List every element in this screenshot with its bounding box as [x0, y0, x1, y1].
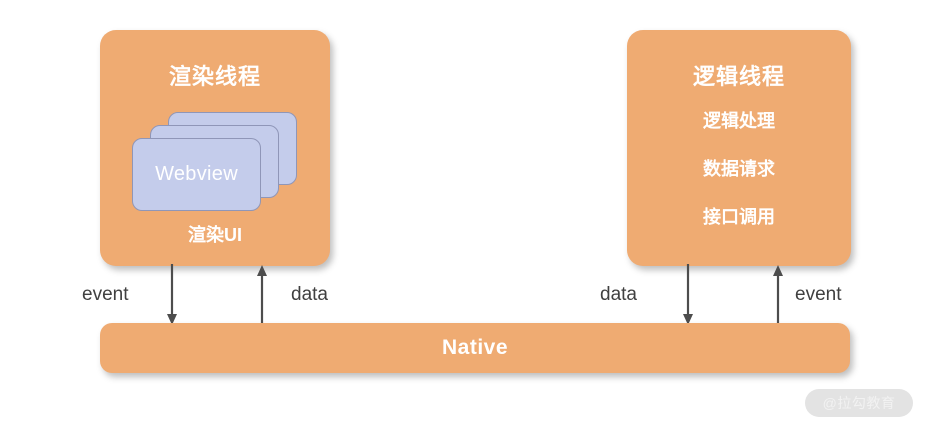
native-label: Native: [441, 336, 509, 359]
render-thread-title: 渲染线程: [168, 64, 261, 89]
arrow-down-event-left-icon: [167, 264, 177, 325]
arrow-up-event-right-icon: [773, 265, 783, 326]
watermark-text: @拉勾教育: [822, 395, 896, 411]
arrow-label-event-left: event: [82, 284, 129, 305]
arrow-up-data-left-icon: [257, 265, 267, 326]
logic-thread-box: 逻辑线程 逻辑处理 数据请求 接口调用: [627, 30, 851, 266]
logic-thread-item: 数据请求: [703, 159, 775, 179]
logic-thread-item-list: 逻辑处理 数据请求 接口调用: [627, 112, 851, 226]
logic-thread-item: 接口调用: [703, 207, 775, 227]
logic-thread-item: 逻辑处理: [703, 111, 775, 131]
native-layer-box: Native: [100, 323, 850, 373]
webview-stack: Webview: [132, 112, 307, 212]
arrow-down-data-right-icon: [683, 264, 693, 325]
webview-card-front: Webview: [132, 138, 261, 211]
arrow-label-data-right: data: [600, 284, 637, 305]
arrow-label-data-left: data: [291, 284, 328, 305]
render-thread-box: 渲染线程 Webview 渲染UI: [100, 30, 330, 266]
render-thread-footer: 渲染UI: [188, 225, 242, 245]
watermark-badge: @拉勾教育: [805, 389, 913, 417]
logic-thread-title: 逻辑线程: [692, 64, 785, 89]
arrow-label-event-right: event: [795, 284, 842, 305]
webview-label: Webview: [155, 163, 238, 185]
